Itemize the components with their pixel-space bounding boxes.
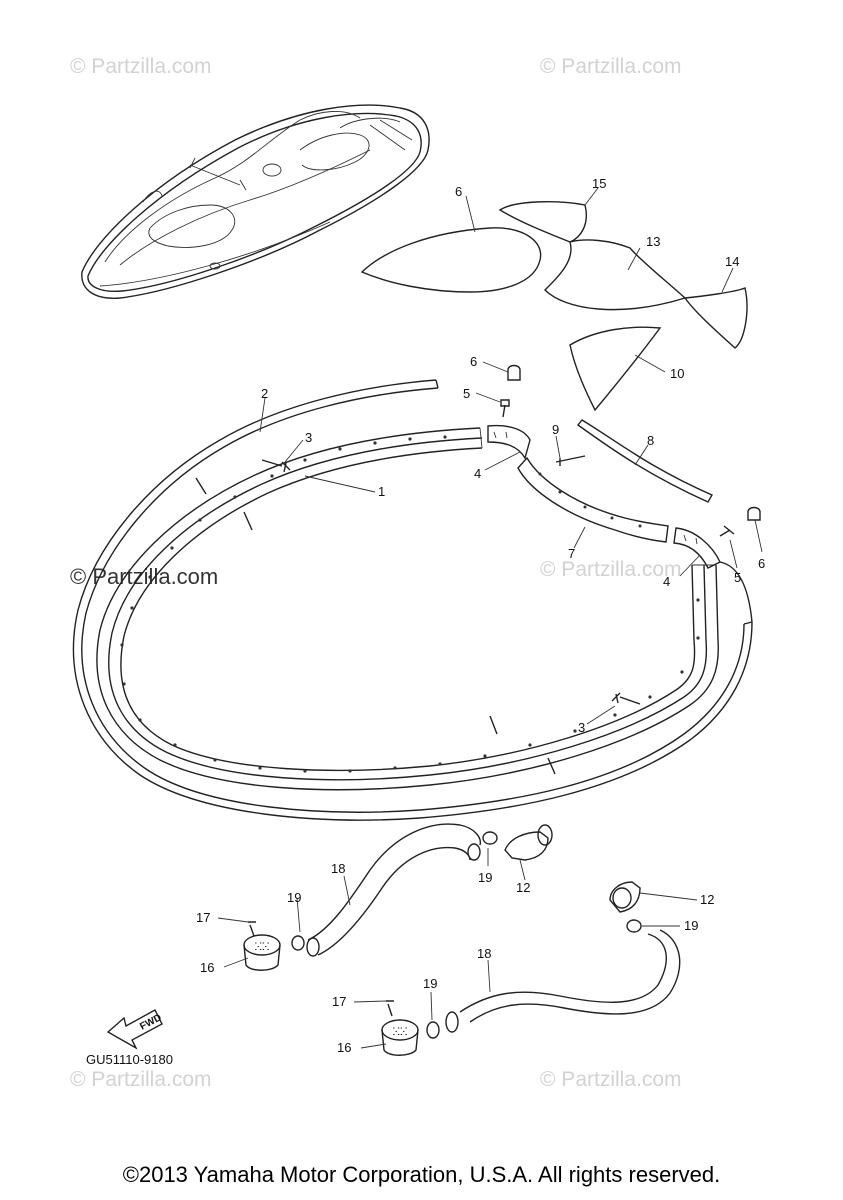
- decal-10: [569, 326, 662, 412]
- callout-17b: 17: [332, 994, 346, 1009]
- callout-10: 10: [670, 366, 684, 381]
- callout-5a: 5: [463, 386, 470, 401]
- watermark-bottom-left: © Partzilla.com: [70, 1068, 212, 1091]
- watermark-top-left: © Partzilla.com: [70, 55, 212, 78]
- callout-15: 15: [592, 176, 606, 191]
- decals: [360, 201, 748, 412]
- svg-text:ⵘⵘ: ⵘⵘ: [393, 1027, 408, 1038]
- watermark-middle-right: © Partzilla.com: [540, 558, 682, 581]
- callout-5b: 5: [734, 570, 741, 585]
- callout-19b: 19: [287, 890, 301, 905]
- callout-9: 9: [552, 422, 559, 437]
- callout-numbers: 6 15 13 14 10 6 5 2 3 1 4 9 8 7 4 5 6 3 …: [196, 176, 765, 1055]
- callout-19d: 19: [423, 976, 437, 991]
- watermark-bottom-right: © Partzilla.com: [540, 1068, 682, 1091]
- watercraft-illustration: [81, 104, 430, 299]
- callout-18a: 18: [331, 861, 345, 876]
- decal-15: [498, 201, 587, 243]
- callout-17a: 17: [196, 910, 210, 925]
- callout-16a: 16: [200, 960, 214, 975]
- corner-pieces: [487, 424, 721, 569]
- callout-12a: 12: [516, 880, 530, 895]
- callout-19a: 19: [478, 870, 492, 885]
- copyright-notice: ©2013 Yamaha Motor Corporation, U.S.A. A…: [122, 1162, 721, 1187]
- callout-13: 13: [646, 234, 660, 249]
- watermark-top-right: © Partzilla.com: [540, 55, 682, 78]
- callout-18b: 18: [477, 946, 491, 961]
- callout-3b: 3: [578, 720, 585, 735]
- fasteners: [261, 364, 761, 705]
- svg-text:ⵘⵘ: ⵘⵘ: [255, 942, 270, 953]
- callout-1: 1: [378, 484, 385, 499]
- callout-6a: 6: [470, 354, 477, 369]
- leader-lines: [217, 187, 763, 1049]
- callout-14: 14: [725, 254, 739, 269]
- callout-11: 6: [455, 184, 462, 199]
- callout-7: 7: [568, 546, 575, 561]
- callout-2: 2: [261, 386, 268, 401]
- ventilation-parts: ⵘⵘ ⵘⵘ: [243, 823, 681, 1056]
- forward-arrow-icon: FWD: [106, 1009, 164, 1050]
- decal-14: [683, 287, 748, 349]
- diagram-code: GU51110-9180: [86, 1052, 173, 1067]
- callout-4a: 4: [474, 466, 481, 481]
- callout-6b: 6: [758, 556, 765, 571]
- callout-8: 8: [647, 433, 654, 448]
- callout-3a: 3: [305, 430, 312, 445]
- gunwale-rails: [72, 379, 753, 821]
- callout-4b: 4: [663, 574, 670, 589]
- callout-12b: 12: [700, 892, 714, 907]
- rear-rails: [517, 419, 713, 543]
- decal-13: [544, 239, 687, 311]
- callout-16b: 16: [337, 1040, 351, 1055]
- decal-11: [360, 227, 542, 293]
- callout-19c: 19: [684, 918, 698, 933]
